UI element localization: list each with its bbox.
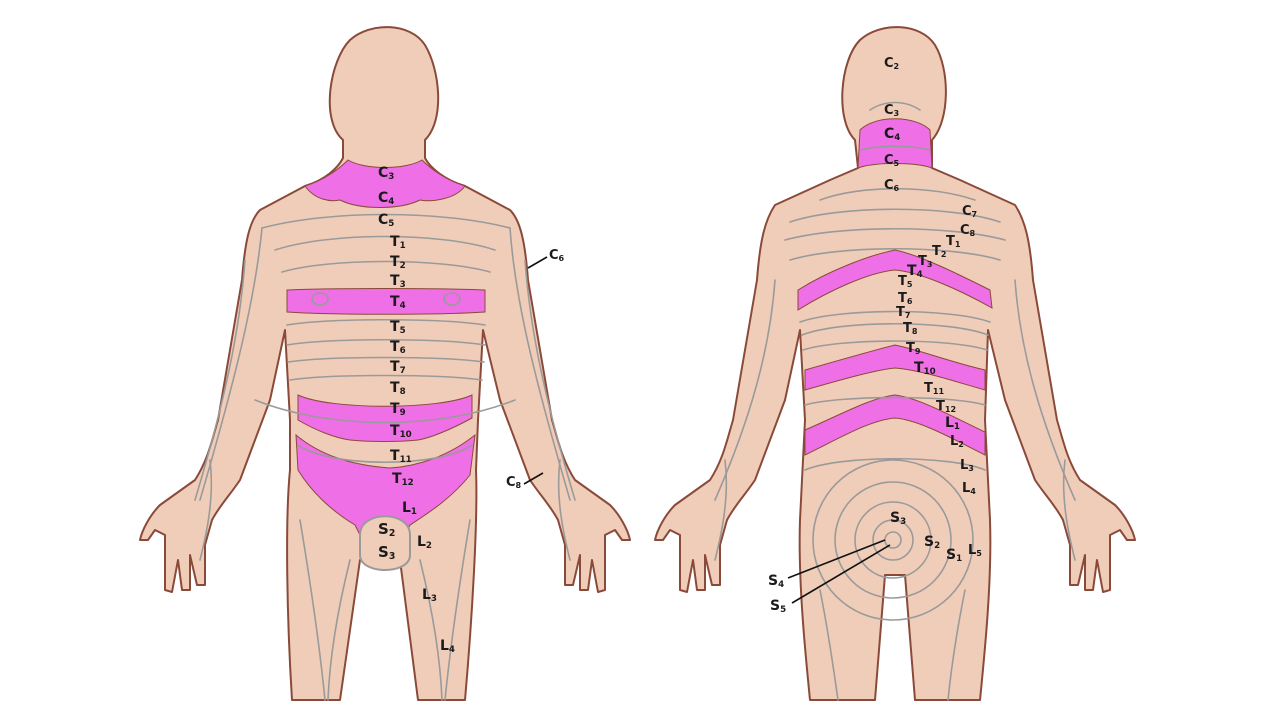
- front-label-s3: S3: [378, 543, 395, 562]
- back-label-c7: C7: [962, 204, 977, 219]
- front-label-s2: S2: [378, 520, 395, 539]
- back-label-c2: C2: [884, 56, 899, 71]
- front-view: C3 C4 C5 C6 C8 T1 T2 T3 T4 T5 T6 T7 T8 T…: [139, 26, 631, 701]
- front-label-c6: C6: [549, 248, 565, 263]
- front-c4-band: [304, 159, 466, 208]
- front-label-c5: C5: [378, 212, 394, 229]
- front-c6-leader: [527, 256, 548, 269]
- front-label-t1: T1: [390, 234, 406, 251]
- back-label-c4: C4: [884, 126, 900, 143]
- back-l1-band: [804, 394, 986, 456]
- front-label-c3: C3: [378, 165, 394, 182]
- front-label-t2: T2: [390, 254, 406, 271]
- front-c8-leader: [523, 472, 544, 485]
- front-guide-lines: [194, 213, 576, 701]
- back-label-t1: T1: [946, 234, 961, 249]
- back-label-l1: L1: [945, 415, 960, 432]
- front-label-t4: T4: [390, 294, 406, 311]
- back-label-t2: T2: [932, 244, 946, 259]
- front-label-t10: T10: [390, 423, 412, 440]
- back-label-t10: T10: [914, 360, 936, 377]
- back-label-c8: C8: [960, 223, 976, 238]
- back-label-l3: L3: [960, 458, 974, 473]
- front-perineal-region: [359, 515, 411, 571]
- front-label-t6: T6: [390, 339, 406, 356]
- front-right-nipple: [443, 292, 461, 306]
- back-t4-band: [797, 249, 993, 311]
- front-label-l3: L3: [422, 587, 437, 604]
- front-label-t3: T3: [390, 273, 406, 290]
- front-label-l4: L4: [440, 638, 455, 655]
- front-label-c8: C8: [506, 475, 522, 490]
- back-label-s1: S1: [946, 547, 962, 564]
- back-t10-band: [804, 344, 986, 391]
- back-label-l4: L4: [962, 481, 976, 496]
- back-label-t4: T4: [907, 263, 923, 280]
- front-label-t9: T9: [390, 401, 406, 418]
- front-label-t5: T5: [390, 319, 406, 336]
- front-t4-band: [286, 288, 486, 315]
- front-label-c4: C4: [378, 190, 394, 207]
- back-label-c6: C6: [884, 178, 900, 193]
- back-label-t11: T11: [924, 381, 944, 396]
- front-body-outline: [139, 26, 631, 701]
- back-label-t6: T6: [898, 291, 913, 306]
- back-label-t7: T7: [896, 305, 910, 320]
- back-label-t5: T5: [898, 274, 913, 289]
- back-label-s3: S3: [890, 510, 906, 527]
- back-c4-band: [857, 118, 933, 169]
- back-label-s4: S4: [768, 573, 784, 590]
- back-label-s5: S5: [770, 598, 786, 615]
- front-label-l1: L1: [402, 500, 417, 517]
- front-label-t8: T8: [390, 380, 406, 397]
- back-label-t12: T12: [936, 399, 956, 414]
- front-label-t12: T12: [392, 471, 414, 488]
- front-t10-band: [297, 394, 473, 442]
- back-label-c3: C3: [884, 103, 899, 118]
- back-label-l5: L5: [968, 543, 982, 558]
- back-s5-leader: [791, 544, 891, 604]
- front-label-l2: L2: [417, 534, 432, 551]
- back-view: C2 C3 C4 C5 C6 C7 C8 T1 T2 T3 T4 T5 T6 T…: [654, 26, 1136, 701]
- back-label-s2: S2: [924, 534, 940, 551]
- back-label-c5: C5: [884, 153, 900, 168]
- back-label-t3: T3: [918, 254, 932, 269]
- front-label-t7: T7: [390, 359, 406, 376]
- back-label-l2: L2: [950, 434, 964, 449]
- back-label-t8: T8: [903, 321, 918, 336]
- front-left-nipple: [311, 292, 329, 306]
- back-label-t9: T9: [906, 341, 921, 356]
- front-l1-band: [295, 433, 476, 536]
- back-guide-lines: [714, 101, 1076, 701]
- front-label-t11: T11: [390, 448, 412, 465]
- back-s4-leader: [787, 539, 886, 579]
